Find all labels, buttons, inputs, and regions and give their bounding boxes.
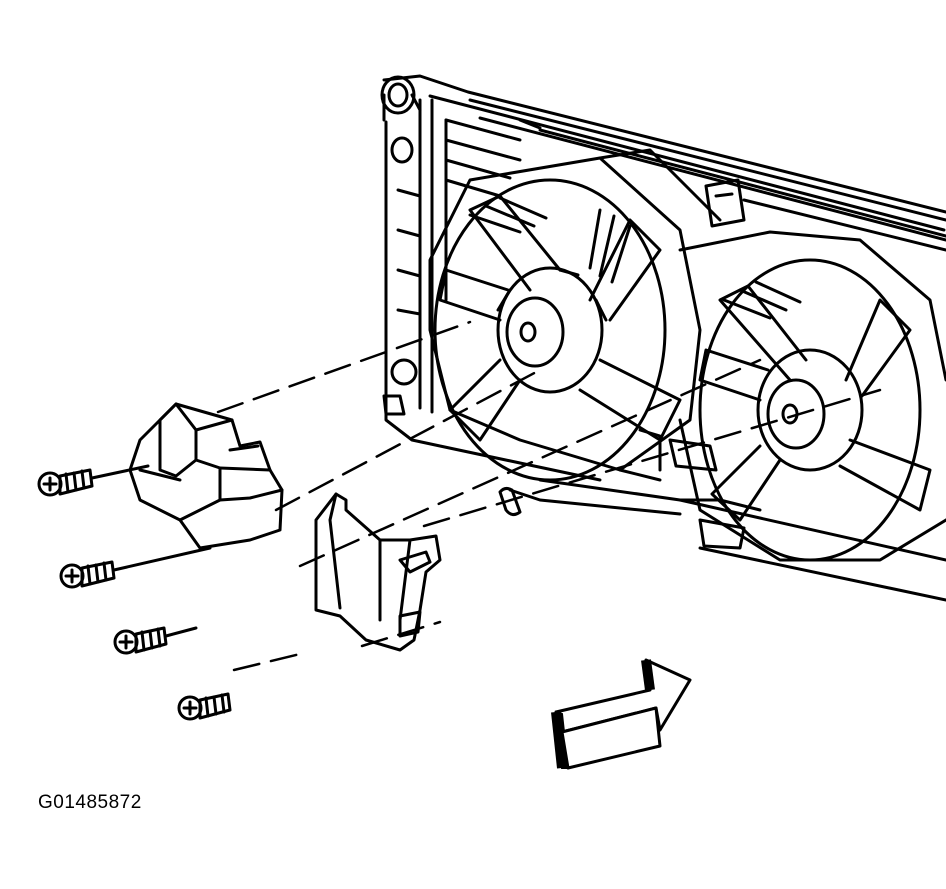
alignment-lines xyxy=(218,322,880,670)
arrow-icon xyxy=(556,660,690,768)
screw-2 xyxy=(61,548,210,587)
screw-3 xyxy=(115,628,196,653)
screw-1 xyxy=(39,466,148,495)
lower-fan-bracket xyxy=(316,494,440,650)
figure-id-label: G01485872 xyxy=(38,792,142,813)
upper-fan-bracket xyxy=(130,404,282,548)
radiator-fan-assembly xyxy=(382,76,946,600)
screw-4 xyxy=(179,694,230,719)
